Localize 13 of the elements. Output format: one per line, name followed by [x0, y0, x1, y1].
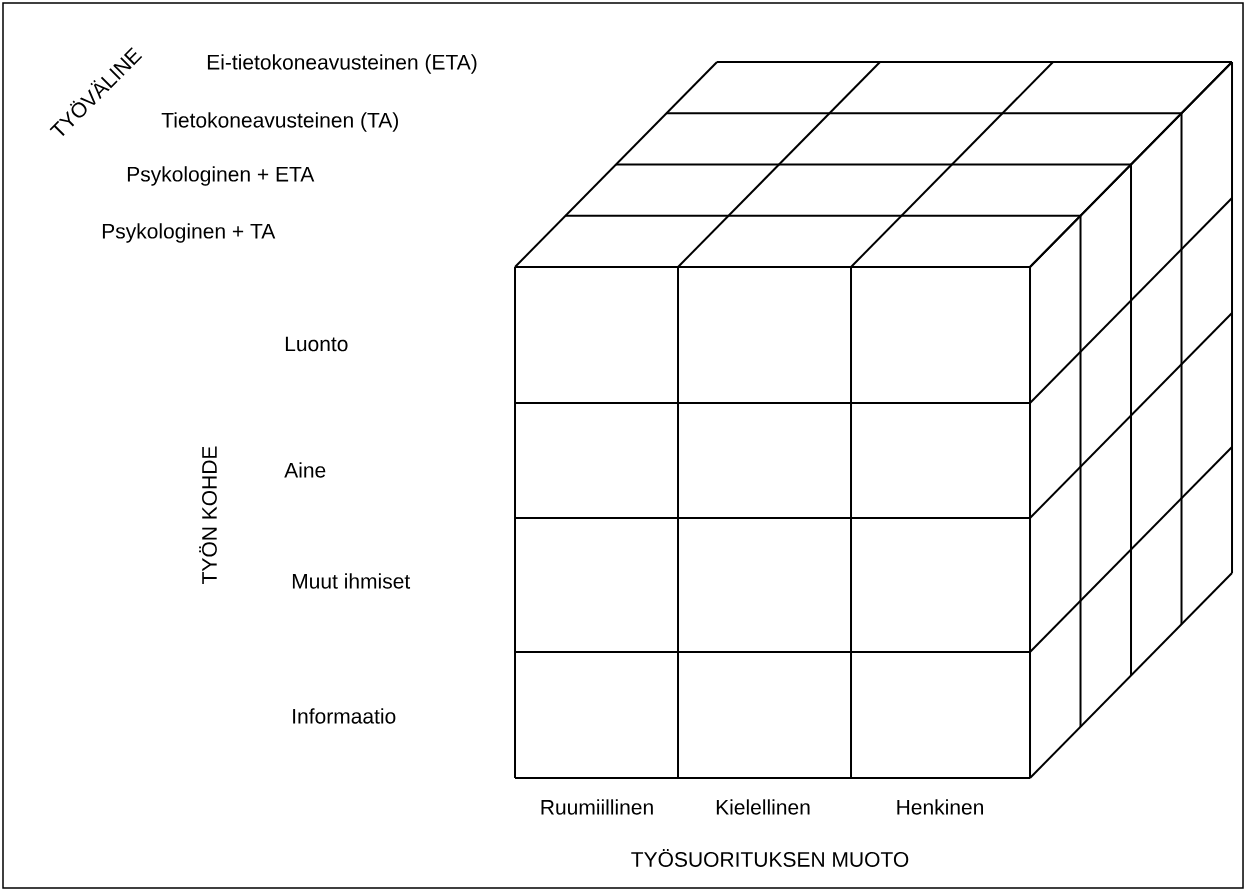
- axis-label: Kielellinen: [716, 799, 810, 815]
- axis-label: Luonto: [285, 336, 348, 352]
- axis-label: Tietokoneavusteinen (TA): [161, 112, 398, 132]
- axis-label: TYÖSUORITUKSEN MUOTO: [631, 849, 909, 867]
- axis-label: Muut ihmiset: [292, 573, 411, 589]
- axis-label: Aine: [284, 462, 326, 478]
- axis-label: Ruumiillinen: [541, 799, 653, 815]
- axis-label: Psykologinen + ETA: [127, 166, 315, 186]
- axis-label: Henkinen: [897, 799, 983, 815]
- axis-label: Informaatio: [293, 708, 396, 724]
- axis-label: Ei-tietokoneavusteinen (ETA): [207, 54, 477, 74]
- axis-label: Psykologinen + TA: [102, 223, 276, 243]
- axis-label: TYÖN KOHDE: [199, 446, 217, 584]
